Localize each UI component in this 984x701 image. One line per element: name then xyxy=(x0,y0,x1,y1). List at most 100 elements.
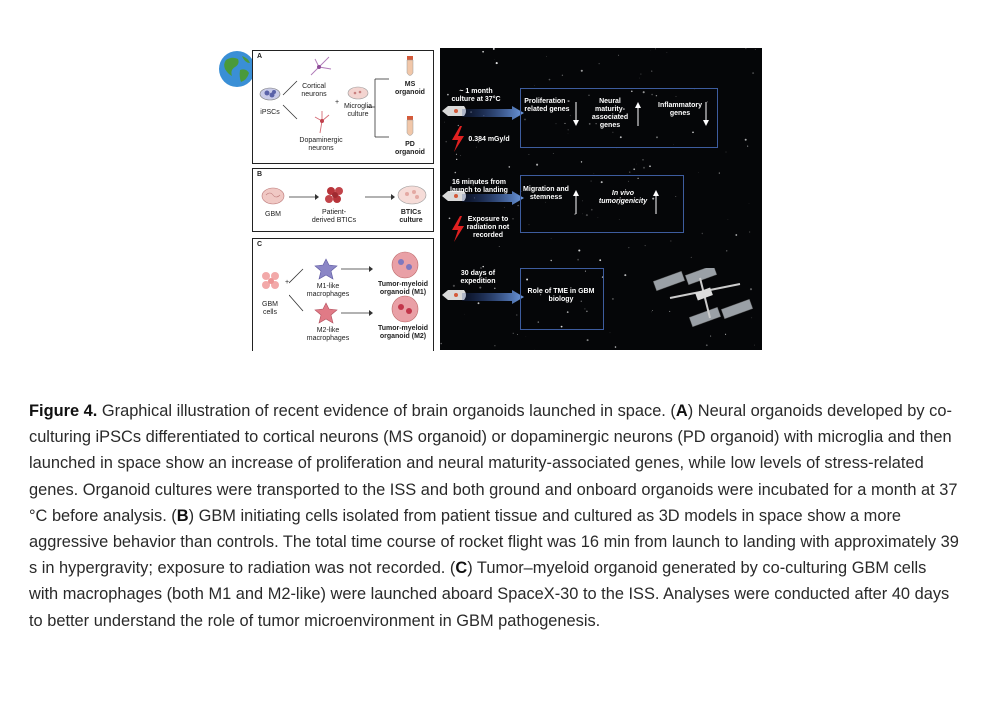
star xyxy=(516,334,518,335)
star xyxy=(561,74,564,76)
star xyxy=(545,201,546,203)
rocket-icon xyxy=(442,106,466,116)
gbm-label: GBM xyxy=(265,211,281,218)
star xyxy=(644,245,646,247)
star xyxy=(745,48,747,50)
result-box-a xyxy=(520,88,718,148)
star xyxy=(747,145,749,147)
star xyxy=(749,231,751,233)
star xyxy=(599,259,602,262)
star xyxy=(487,98,489,100)
star xyxy=(675,96,677,97)
star xyxy=(454,171,457,174)
star xyxy=(649,165,651,168)
star xyxy=(584,308,586,310)
star xyxy=(597,217,599,218)
star xyxy=(580,161,583,163)
panel-b-arrows xyxy=(289,194,395,200)
star xyxy=(455,153,457,155)
star xyxy=(569,114,571,116)
cortical-neurons-label: Cortical neurons xyxy=(301,83,327,98)
star xyxy=(705,344,708,347)
star xyxy=(580,69,583,72)
patient-derived-btics-label: Patient-derived BTICs xyxy=(311,209,357,224)
b-time-label: 16 minutes from launch to landing xyxy=(450,179,508,194)
flow-arrows xyxy=(282,78,389,138)
star xyxy=(440,194,441,196)
star xyxy=(516,314,518,316)
star xyxy=(582,200,583,202)
star xyxy=(629,171,631,173)
star xyxy=(609,332,611,334)
star xyxy=(639,77,640,79)
rocket-icon-b xyxy=(442,191,466,201)
caption-ref-b: B xyxy=(176,506,189,525)
figure-label: Figure 4. xyxy=(29,402,98,420)
star xyxy=(698,172,699,173)
star xyxy=(655,95,658,97)
star xyxy=(447,93,449,96)
star xyxy=(498,246,500,248)
b-exposure-label: Exposure to radiation not recorded xyxy=(466,216,510,239)
star xyxy=(611,297,614,300)
plus-sign-c: + xyxy=(284,279,290,286)
star xyxy=(675,196,677,198)
neural-maturity-genes-label: Neural maturity-associated genes xyxy=(591,98,629,129)
inflammatory-genes-label: Inflammatory genes xyxy=(658,102,702,117)
proliferation-genes-label: Proliferation -related genes xyxy=(524,98,570,113)
star xyxy=(465,91,467,92)
star xyxy=(652,197,655,200)
star xyxy=(751,317,753,319)
star xyxy=(546,56,547,57)
star xyxy=(701,232,703,235)
star xyxy=(710,335,712,337)
star xyxy=(521,190,522,192)
star xyxy=(601,276,604,278)
ms-tube-icon xyxy=(406,56,414,76)
panel-c-label: C xyxy=(257,241,263,248)
caption-ref-a: A xyxy=(675,402,688,420)
gbm-cells-label: GBM cells xyxy=(262,301,278,316)
star xyxy=(744,138,747,141)
star xyxy=(642,159,644,161)
star xyxy=(482,265,484,268)
star xyxy=(477,181,480,184)
star xyxy=(460,154,462,156)
panel-c-arrows xyxy=(289,266,373,316)
star xyxy=(494,59,495,60)
star xyxy=(566,311,569,313)
earth-icon xyxy=(219,51,255,87)
star xyxy=(567,129,569,131)
c-time-label: 30 days of expedition xyxy=(460,270,496,285)
figure-caption: Figure 4. Graphical illustration of rece… xyxy=(29,398,959,634)
pd-organoid-label: PD organoid xyxy=(395,141,425,156)
ms-organoid-label: MS organoid xyxy=(395,81,425,96)
star xyxy=(550,259,552,262)
star xyxy=(600,181,603,184)
cortical-neuron-icon xyxy=(310,56,332,76)
star xyxy=(624,274,627,277)
star xyxy=(476,146,477,148)
star xyxy=(718,172,720,174)
in-vivo-tumorigenicity-label: In vivo tumorigenicity xyxy=(598,190,648,205)
a-time-label: ~ 1 month culture at 37°C xyxy=(451,88,501,103)
star xyxy=(577,258,579,261)
plus-sign: + xyxy=(334,99,340,106)
star xyxy=(651,311,653,313)
star xyxy=(494,287,496,290)
star xyxy=(726,250,728,252)
blue-arrow-b xyxy=(462,191,524,205)
star xyxy=(452,284,455,287)
star xyxy=(617,202,620,205)
result-box-c xyxy=(520,268,604,330)
caption-text-4: ) Tumor–myeloid organoid generated by co… xyxy=(29,559,950,630)
star xyxy=(636,163,637,165)
up-down-arrows-a xyxy=(573,102,709,126)
star xyxy=(528,154,530,155)
star xyxy=(517,204,519,207)
star xyxy=(754,49,756,50)
migration-stemness-label: Migration and stemness xyxy=(523,186,569,201)
tumor-myeloid-organoid-m1-label: Tumor-myeloid organoid (M1) xyxy=(377,281,429,296)
star xyxy=(495,62,498,65)
microglia-culture-label: Microglia culture xyxy=(343,103,372,118)
